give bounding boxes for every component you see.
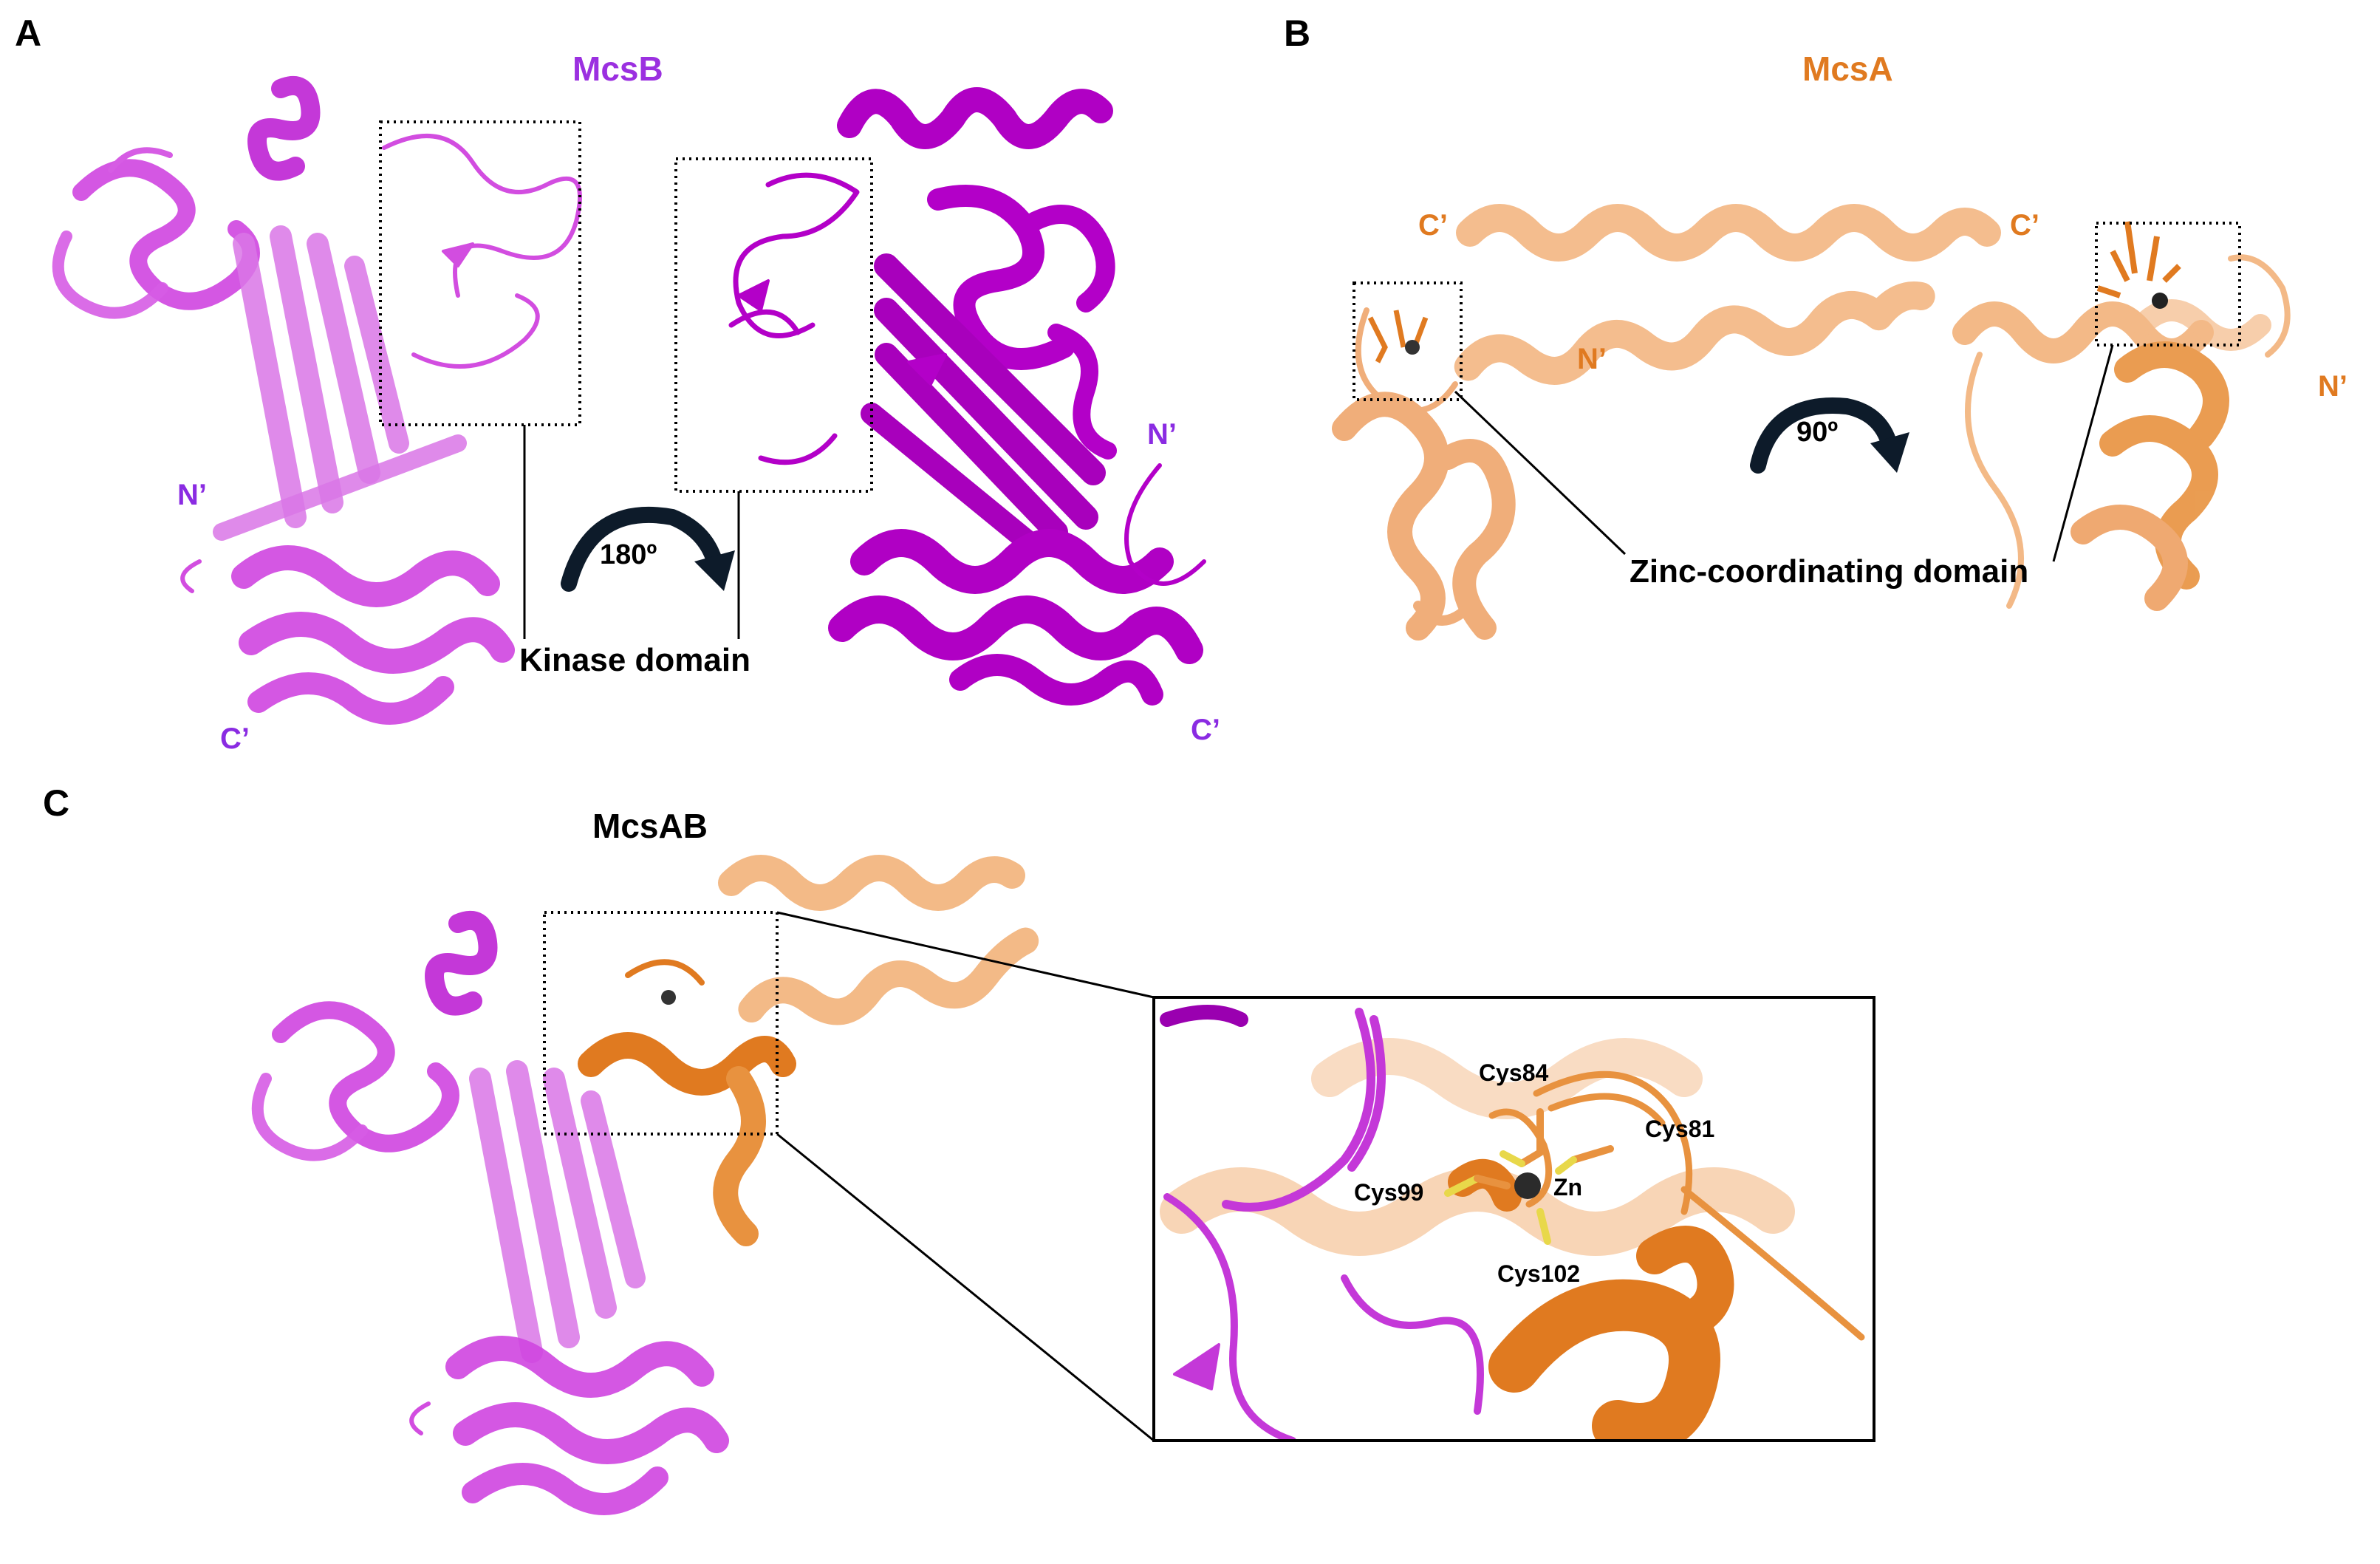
zinc-ion-icon (1405, 340, 1420, 355)
zn-label: Zn (1553, 1174, 1583, 1201)
mcsb-n-terminus-left: N’ (177, 479, 207, 511)
zinc-site-inset (1152, 996, 1875, 1442)
zinc-domain-label: Zinc-coordinating domain (1630, 553, 2029, 590)
rotation-180-label: 180º (600, 539, 657, 570)
zinc-domain-box-left (1353, 281, 1463, 401)
panel-a-structure-left (52, 76, 582, 725)
mcsab-title: McsAB (592, 807, 708, 845)
kinase-domain-label: Kinase domain (519, 642, 750, 678)
zinc-domain-leader-right (2052, 344, 2114, 562)
cys99-label: Cys99 (1354, 1179, 1424, 1206)
panel-b-letter: B (1284, 13, 1311, 54)
zoom-line-bottom (776, 1133, 1155, 1442)
panel-c-structure (251, 855, 1039, 1515)
panel-c-letter: C (43, 782, 70, 824)
panel-a-structure-right (728, 87, 1206, 706)
zinc-ion-icon (1514, 1172, 1541, 1199)
cys102-label: Cys102 (1497, 1260, 1581, 1287)
zoom-line-top (776, 911, 1155, 999)
cys84-label: Cys84 (1479, 1059, 1549, 1086)
panel-b-structure-left (1332, 204, 2001, 641)
mcsb-c-terminus-right: C’ (1191, 714, 1220, 746)
mcsa-c-terminus-right: C’ (2010, 209, 2039, 242)
panel-a-letter: A (15, 13, 42, 54)
rotation-arrow-icon (561, 506, 735, 592)
rotation-arrow-icon (1750, 397, 1909, 474)
panel-b-zinc-site-right (2096, 221, 2181, 309)
mcsa-title: McsA (1802, 49, 1893, 88)
zinc-domain-leader-left (1454, 390, 1627, 556)
panel-b-zinc-site-left (1367, 310, 1429, 363)
mcsa-c-terminus-left: C’ (1418, 209, 1448, 242)
mcsb-c-terminus-left: C’ (220, 723, 250, 755)
rotation-90-label: 90º (1796, 417, 1839, 448)
mcsb-n-terminus-right: N’ (1147, 418, 1177, 451)
mcsb-title: McsB (572, 49, 663, 88)
mcsa-n-terminus-right: N’ (2318, 370, 2347, 403)
zinc-ion-icon (661, 990, 676, 1005)
zinc-site-box (543, 911, 779, 1136)
kinase-domain-box-left (379, 120, 581, 426)
cys81-label: Cys81 (1645, 1116, 1715, 1142)
mcsa-n-terminus-left: N’ (1577, 343, 1607, 375)
zinc-ion-icon (2152, 293, 2168, 309)
kinase-domain-box-right (674, 157, 873, 493)
panel-b-structure-right (1952, 254, 2291, 611)
